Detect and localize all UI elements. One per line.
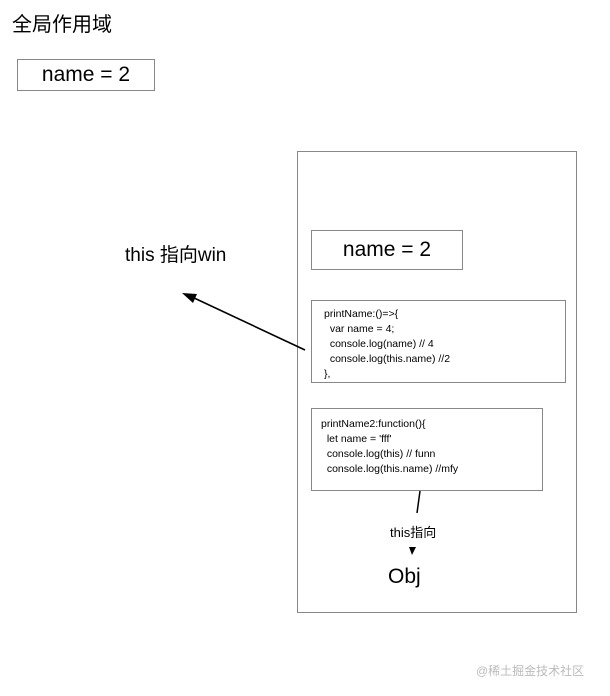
code-line: console.log(this.name) //mfy [321, 463, 459, 475]
print-name-box: printName:()=>{ var name = 4; console.lo… [311, 300, 566, 383]
print-name2-box: printName2:function(){ let name = 'fff' … [311, 408, 543, 491]
this-to-window-label: this 指向win [125, 245, 227, 266]
arrowhead-icon [182, 293, 197, 303]
code-line: console.log(this.name) //2 [324, 353, 451, 365]
code-line: let name = 'fff' [321, 433, 392, 445]
code-line: }, [324, 368, 331, 380]
watermark: @稀土掘金技术社区 [476, 664, 585, 678]
inner-var-box: name = 2 [311, 230, 463, 270]
this-points-label: this指向 [390, 525, 437, 540]
global-scope-title: 全局作用域 [12, 14, 112, 36]
code-line: printName:()=>{ [324, 308, 399, 320]
obj-label: Obj [388, 565, 421, 588]
connector-line [416, 490, 421, 514]
code-line: console.log(name) // 4 [324, 338, 434, 350]
code-line: printName2:function(){ [321, 418, 426, 430]
arrow-to-window [182, 293, 306, 351]
code-line: console.log(this) // funn [321, 448, 436, 460]
triangle-down-icon [409, 547, 416, 555]
global-var-box: name = 2 [17, 59, 155, 91]
code-line: var name = 4; [324, 323, 395, 335]
